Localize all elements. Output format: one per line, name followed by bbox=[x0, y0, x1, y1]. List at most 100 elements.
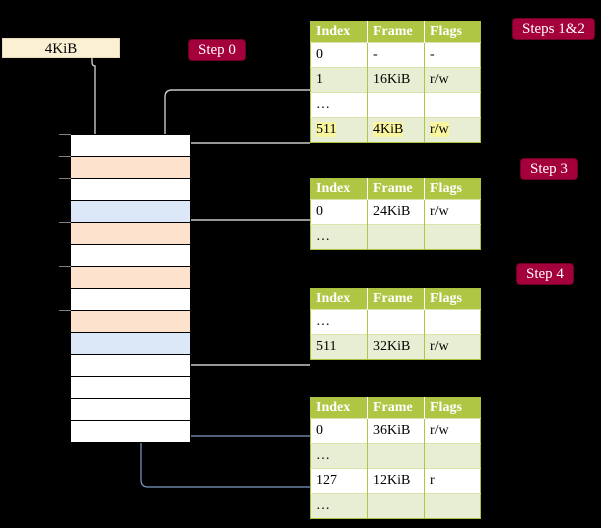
cell-index: 1 bbox=[310, 67, 368, 93]
table-row: 0-- bbox=[310, 42, 481, 68]
cell-frame bbox=[367, 309, 425, 335]
memory-boundary-tick bbox=[59, 156, 71, 157]
memory-boundary-tick bbox=[59, 222, 71, 223]
wire-t1-row0-to-memory bbox=[184, 219, 310, 295]
cell-flags: r/w bbox=[424, 67, 481, 93]
table-row: … bbox=[310, 92, 481, 118]
size-label: 4KiB bbox=[2, 38, 120, 58]
memory-frame-row bbox=[71, 355, 190, 377]
cell-frame: 32KiB bbox=[367, 334, 425, 360]
column-header-flags: Flags bbox=[424, 397, 481, 419]
memory-frame-row bbox=[71, 201, 190, 223]
cell-flags bbox=[424, 493, 481, 519]
cell-index: 511 bbox=[310, 334, 368, 360]
column-header-index: Index bbox=[310, 397, 368, 419]
memory-frame-row bbox=[71, 311, 190, 333]
memory-frame-row bbox=[71, 421, 190, 443]
memory-frame-row bbox=[71, 245, 190, 267]
cell-flags: r bbox=[424, 468, 481, 494]
physical-memory-column bbox=[70, 134, 191, 443]
memory-frame-row bbox=[71, 333, 190, 355]
memory-frame-row bbox=[71, 267, 190, 289]
badge-step-4: Step 4 bbox=[517, 264, 573, 284]
cell-flags: r/w bbox=[424, 117, 481, 143]
cell-frame bbox=[367, 92, 425, 118]
table-row: … bbox=[310, 493, 481, 519]
cell-frame: 4KiB bbox=[367, 117, 425, 143]
cell-frame bbox=[367, 224, 425, 250]
cell-index: 0 bbox=[310, 418, 368, 444]
column-header-index: Index bbox=[310, 21, 368, 43]
cell-frame: 24KiB bbox=[367, 199, 425, 225]
cell-index: … bbox=[310, 309, 368, 335]
table-row: … bbox=[310, 224, 481, 250]
highlighted-value: 4KiB bbox=[373, 122, 404, 137]
memory-frame-row bbox=[71, 157, 190, 179]
badge-step-3: Step 3 bbox=[521, 159, 577, 179]
wire-t0-row511-to-memory bbox=[171, 142, 310, 251]
memory-boundary-tick bbox=[59, 310, 71, 311]
table-row: … bbox=[310, 443, 481, 469]
memory-frame-row bbox=[71, 223, 190, 245]
column-header-flags: Flags bbox=[424, 288, 481, 310]
highlighted-value: 511 bbox=[316, 122, 337, 137]
column-header-frame: Frame bbox=[367, 178, 425, 200]
cell-frame: 16KiB bbox=[367, 67, 425, 93]
cell-index: 0 bbox=[310, 42, 368, 68]
memory-frame-row bbox=[71, 289, 190, 311]
highlighted-value: r/w bbox=[430, 122, 449, 137]
badge-step-0: Step 0 bbox=[189, 40, 245, 60]
cell-frame: 12KiB bbox=[367, 468, 425, 494]
memory-frame-row bbox=[71, 179, 190, 201]
memory-boundary-tick bbox=[59, 178, 71, 179]
column-header-index: Index bbox=[310, 288, 368, 310]
column-header-index: Index bbox=[310, 178, 368, 200]
cell-flags bbox=[424, 309, 481, 335]
cell-frame bbox=[367, 443, 425, 469]
cell-flags bbox=[424, 92, 481, 118]
cell-index: … bbox=[310, 443, 368, 469]
cell-frame bbox=[367, 493, 425, 519]
cell-flags bbox=[424, 224, 481, 250]
cell-flags bbox=[424, 443, 481, 469]
cell-flags: r/w bbox=[424, 418, 481, 444]
cell-index: 511 bbox=[310, 117, 368, 143]
cell-flags: - bbox=[424, 42, 481, 68]
column-header-flags: Flags bbox=[424, 21, 481, 43]
memory-frame-row bbox=[71, 135, 190, 157]
memory-boundary-tick bbox=[59, 134, 71, 135]
table-row: … bbox=[310, 309, 481, 335]
cell-index: … bbox=[310, 92, 368, 118]
table-row: 511 4KiB r/w bbox=[310, 117, 481, 143]
memory-frame-row bbox=[71, 377, 190, 399]
cell-flags: r/w bbox=[424, 199, 481, 225]
cell-index: 0 bbox=[310, 199, 368, 225]
column-header-frame: Frame bbox=[367, 21, 425, 43]
column-header-frame: Frame bbox=[367, 397, 425, 419]
column-header-frame: Frame bbox=[367, 288, 425, 310]
memory-frame-row bbox=[71, 399, 190, 421]
column-header-flags: Flags bbox=[424, 178, 481, 200]
cell-index: 127 bbox=[310, 468, 368, 494]
memory-boundary-tick bbox=[59, 266, 71, 267]
cell-flags: r/w bbox=[424, 334, 481, 360]
cell-frame: 36KiB bbox=[367, 418, 425, 444]
cell-index: … bbox=[310, 493, 368, 519]
cell-frame: - bbox=[367, 42, 425, 68]
cell-index: … bbox=[310, 224, 368, 250]
wire-t2-row511-to-memory bbox=[173, 311, 310, 366]
